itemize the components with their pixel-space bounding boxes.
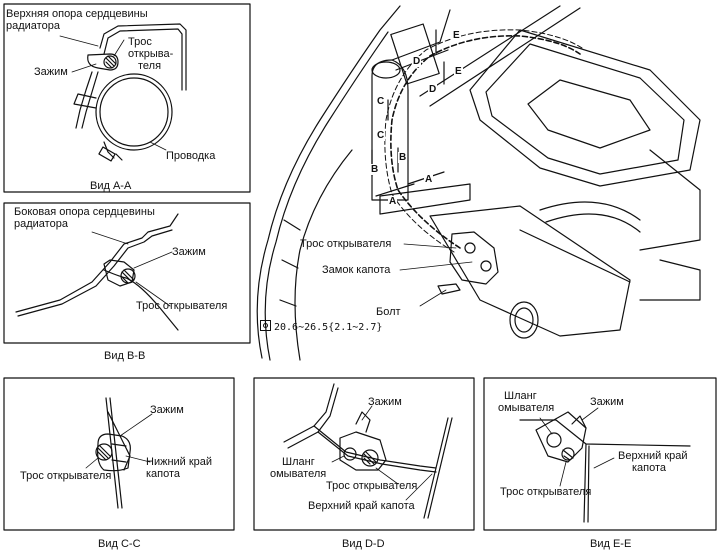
ee-hood-edge-label: Верхний край [618,450,688,462]
panel-cc-frame [3,377,235,531]
section-letter-c1: C [376,96,386,107]
ee-clamp-label: Зажим [590,396,624,408]
bb-side-support-label-line2: радиатора [14,218,68,230]
panel-bb-frame [3,202,251,344]
section-letter-e1: E [452,30,461,41]
main-cable-label: Трос открывателя [300,238,392,250]
panel-ee-drawing [519,407,691,523]
ee-hose-label-line2: омывателя [498,402,555,414]
ee-hood-edge-label-line2: капота [632,462,667,474]
torque-spec-value: 20.6∼26.5{2.1∼2.7} [274,322,383,333]
cc-clamp-label: Зажим [150,404,184,416]
dd-hose-label: Шланг [282,456,315,468]
bb-caption: Вид В-В [104,350,146,362]
aa-upper-support-label-line2: радиатора [6,20,60,32]
aa-cable-label-line3: теля [138,60,162,72]
dd-hood-edge-label: Верхний край капота [308,500,415,512]
ee-hose-label: Шланг [504,390,537,402]
aa-caption: Вид А-А [90,180,132,192]
panel-cc-drawing [85,397,153,509]
ee-caption: Вид Е-Е [590,538,632,550]
section-letter-e2: E [454,66,463,77]
main-lock-label: Замок капота [322,264,391,276]
dd-cable-label: Трос открывателя [326,480,418,492]
torque-spec: 20.6∼26.5{2.1∼2.7} [260,320,382,333]
panel-aa-drawing [59,23,187,162]
section-letter-c2: C [376,130,386,141]
aa-cable-label: Трос [128,36,152,48]
aa-wiring-label: Проводка [166,150,216,162]
cc-cable-label: Трос открывателя [20,470,112,482]
bb-clamp-label: Зажим [172,246,206,258]
section-letter-d2: D [428,84,438,95]
panel-dd-drawing [283,383,453,519]
panel-bb-drawing [15,213,179,331]
cc-hood-edge-label-line2: капота [146,468,181,480]
aa-upper-support-label: Верхняя опора сердцевины [6,8,148,20]
section-letter-a1: A [388,196,398,207]
dd-caption: Вид D-D [342,538,385,550]
torque-wrench-icon [260,320,271,331]
main-engine-bay-drawing [256,5,701,361]
section-letter-b1: B [370,164,380,175]
section-letter-b2: B [398,152,408,163]
cc-hood-edge-label: Нижний край [146,456,213,468]
aa-cable-label-line2: открыва- [128,48,174,60]
bb-side-support-label: Боковая опора сердцевины [14,206,155,218]
cc-caption: Вид С-С [98,538,141,550]
panel-dd-frame [253,377,475,531]
main-bolt-label: Болт [376,306,401,318]
section-letter-a2: A [424,174,434,185]
section-letter-d1: D [412,56,422,67]
dd-hose-label-line2: омывателя [270,468,327,480]
panel-ee-frame [483,377,717,531]
aa-clamp-label: Зажим [34,66,68,78]
ee-cable-label: Трос открывателя [500,486,592,498]
bb-cable-label: Трос открывателя [136,300,228,312]
panel-aa-frame [3,3,251,193]
dd-clamp-label: Зажим [368,396,402,408]
